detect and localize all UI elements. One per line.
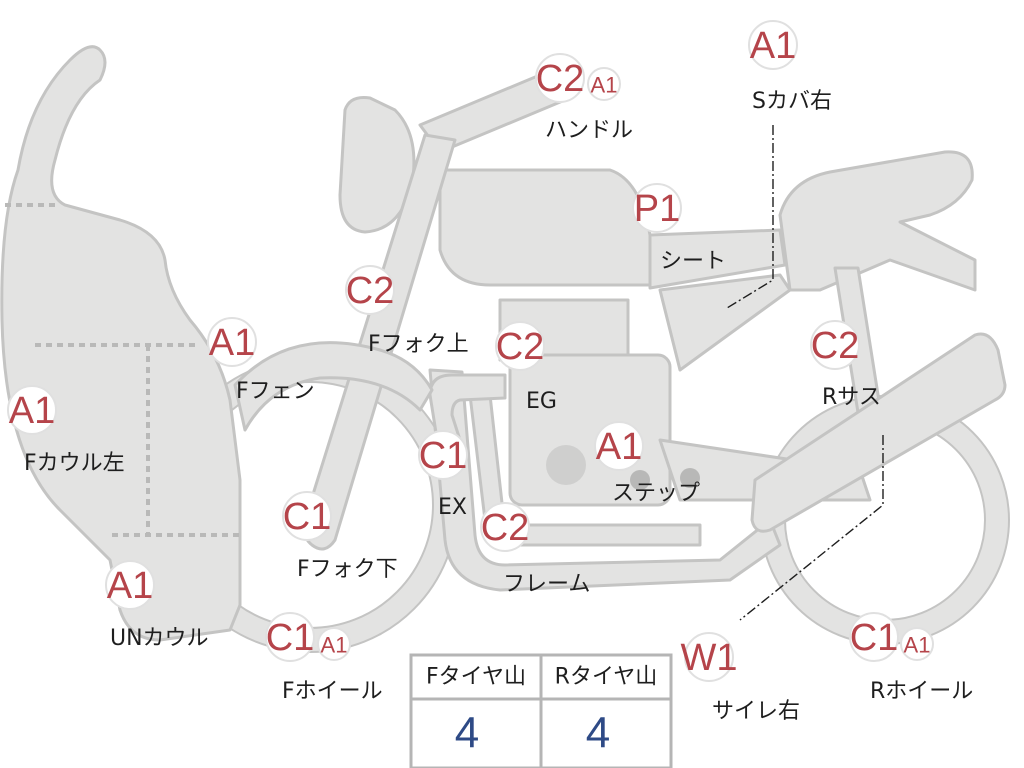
part-s-cover-right: A1 Sカバ右 [748, 20, 832, 114]
front-tire-value: 4 [455, 709, 479, 758]
part-handle: C2 A1 ハンドル [535, 53, 633, 143]
front-tire-header: Fタイヤ山 [426, 665, 526, 690]
part-f-fender: A1 Fフェン [207, 317, 315, 404]
part-seat: P1 シート [632, 183, 726, 274]
tail-shape [778, 150, 977, 292]
grade-label: C1 [266, 617, 315, 659]
grade-label: C2 [811, 325, 860, 367]
part-label: Sカバ右 [752, 89, 832, 114]
part-frame: C2 フレーム [480, 502, 590, 597]
part-f-wheel: C1 A1 Fホイール [265, 612, 383, 704]
part-label: Fフォク下 [297, 557, 398, 582]
part-label: Rホイール [870, 679, 973, 704]
grade-label: C2 [536, 58, 585, 100]
part-label: Fフォク上 [368, 332, 469, 357]
engine-cover [546, 445, 586, 485]
grade-label-secondary: A1 [321, 633, 348, 658]
grade-badge [282, 491, 332, 541]
part-label: Fカウル左 [24, 451, 125, 476]
frame-shape [428, 368, 782, 592]
grade-label: W1 [681, 637, 738, 679]
grade-badge [418, 430, 468, 480]
grade-label: A1 [107, 565, 153, 607]
part-label: シート [660, 249, 726, 274]
seat-shape [648, 228, 787, 290]
grade-badge [632, 183, 682, 233]
grade-badge [207, 317, 257, 367]
part-f-fork-lower: C1 Fフォク下 [282, 491, 398, 582]
grade-label: C2 [496, 326, 545, 368]
grade-label-secondary: A1 [904, 633, 931, 658]
grade-label: A1 [750, 25, 796, 67]
grade-badge [748, 20, 798, 70]
grade-badge [495, 321, 545, 371]
part-engine: C2 EG [495, 321, 557, 414]
grade-label: C1 [283, 496, 332, 538]
grade-badge-secondary [900, 627, 934, 661]
grade-badge [7, 385, 57, 435]
grade-label: A1 [9, 390, 55, 432]
part-label: サイレ右 [712, 699, 800, 724]
part-label: フレーム [503, 572, 590, 597]
grade-label: C1 [850, 617, 899, 659]
part-r-wheel: C1 A1 Rホイール [849, 612, 973, 704]
part-label: Rサス [822, 385, 881, 410]
part-label: ステップ [612, 481, 700, 506]
grade-badge [810, 320, 860, 370]
part-silencer-right: W1 サイレ右 [681, 632, 800, 724]
grade-label: C1 [419, 435, 468, 477]
grade-badge-secondary [317, 627, 351, 661]
grade-badge [105, 560, 155, 610]
grade-badge-secondary [587, 67, 621, 101]
grade-badge [345, 265, 395, 315]
grade-badge [535, 53, 585, 103]
part-label: UNカウル [110, 626, 209, 651]
grade-badge [480, 502, 530, 552]
front-fender-shape [233, 341, 434, 432]
footpeg-2 [680, 468, 700, 488]
grade-label: P1 [634, 188, 680, 230]
grade-label: A1 [209, 322, 255, 364]
part-exhaust: C1 EX [418, 430, 468, 520]
part-label: EX [438, 495, 467, 520]
part-r-suspension: C2 Rサス [810, 320, 881, 410]
leader-lines [726, 125, 884, 621]
grade-badge [594, 421, 644, 471]
grade-label: C2 [481, 507, 530, 549]
front-cowl-shape [0, 45, 242, 642]
part-label: ハンドル [545, 118, 633, 143]
grade-badge [684, 632, 734, 682]
footpeg-1 [630, 470, 650, 490]
grade-badge [265, 612, 315, 662]
rear-tire-value: 4 [586, 709, 610, 758]
part-label: Fフェン [236, 379, 315, 404]
grade-label: C2 [346, 270, 395, 312]
part-f-fork-upper: C2 Fフォク上 [345, 265, 469, 357]
exhaust-shape [428, 373, 507, 447]
grade-label: A1 [596, 426, 642, 468]
part-label: Fホイール [282, 679, 383, 704]
grade-label-secondary: A1 [591, 73, 618, 98]
part-label: EG [526, 389, 557, 414]
tank-shape [438, 168, 652, 287]
cowl-seams [5, 203, 240, 537]
rear-tire-header: Rタイヤ山 [555, 665, 658, 690]
muffler-shape [750, 332, 1007, 533]
part-step: A1 ステップ [594, 421, 700, 506]
grade-badge [849, 612, 899, 662]
part-f-cowl-left: A1 Fカウル左 [7, 385, 125, 476]
tire-table: Fタイヤ山 Rタイヤ山 4 4 [409, 653, 673, 768]
silencer-leader [739, 435, 884, 621]
part-under-cowl: A1 UNカウル [105, 560, 209, 651]
side-cover-shape [658, 273, 792, 372]
